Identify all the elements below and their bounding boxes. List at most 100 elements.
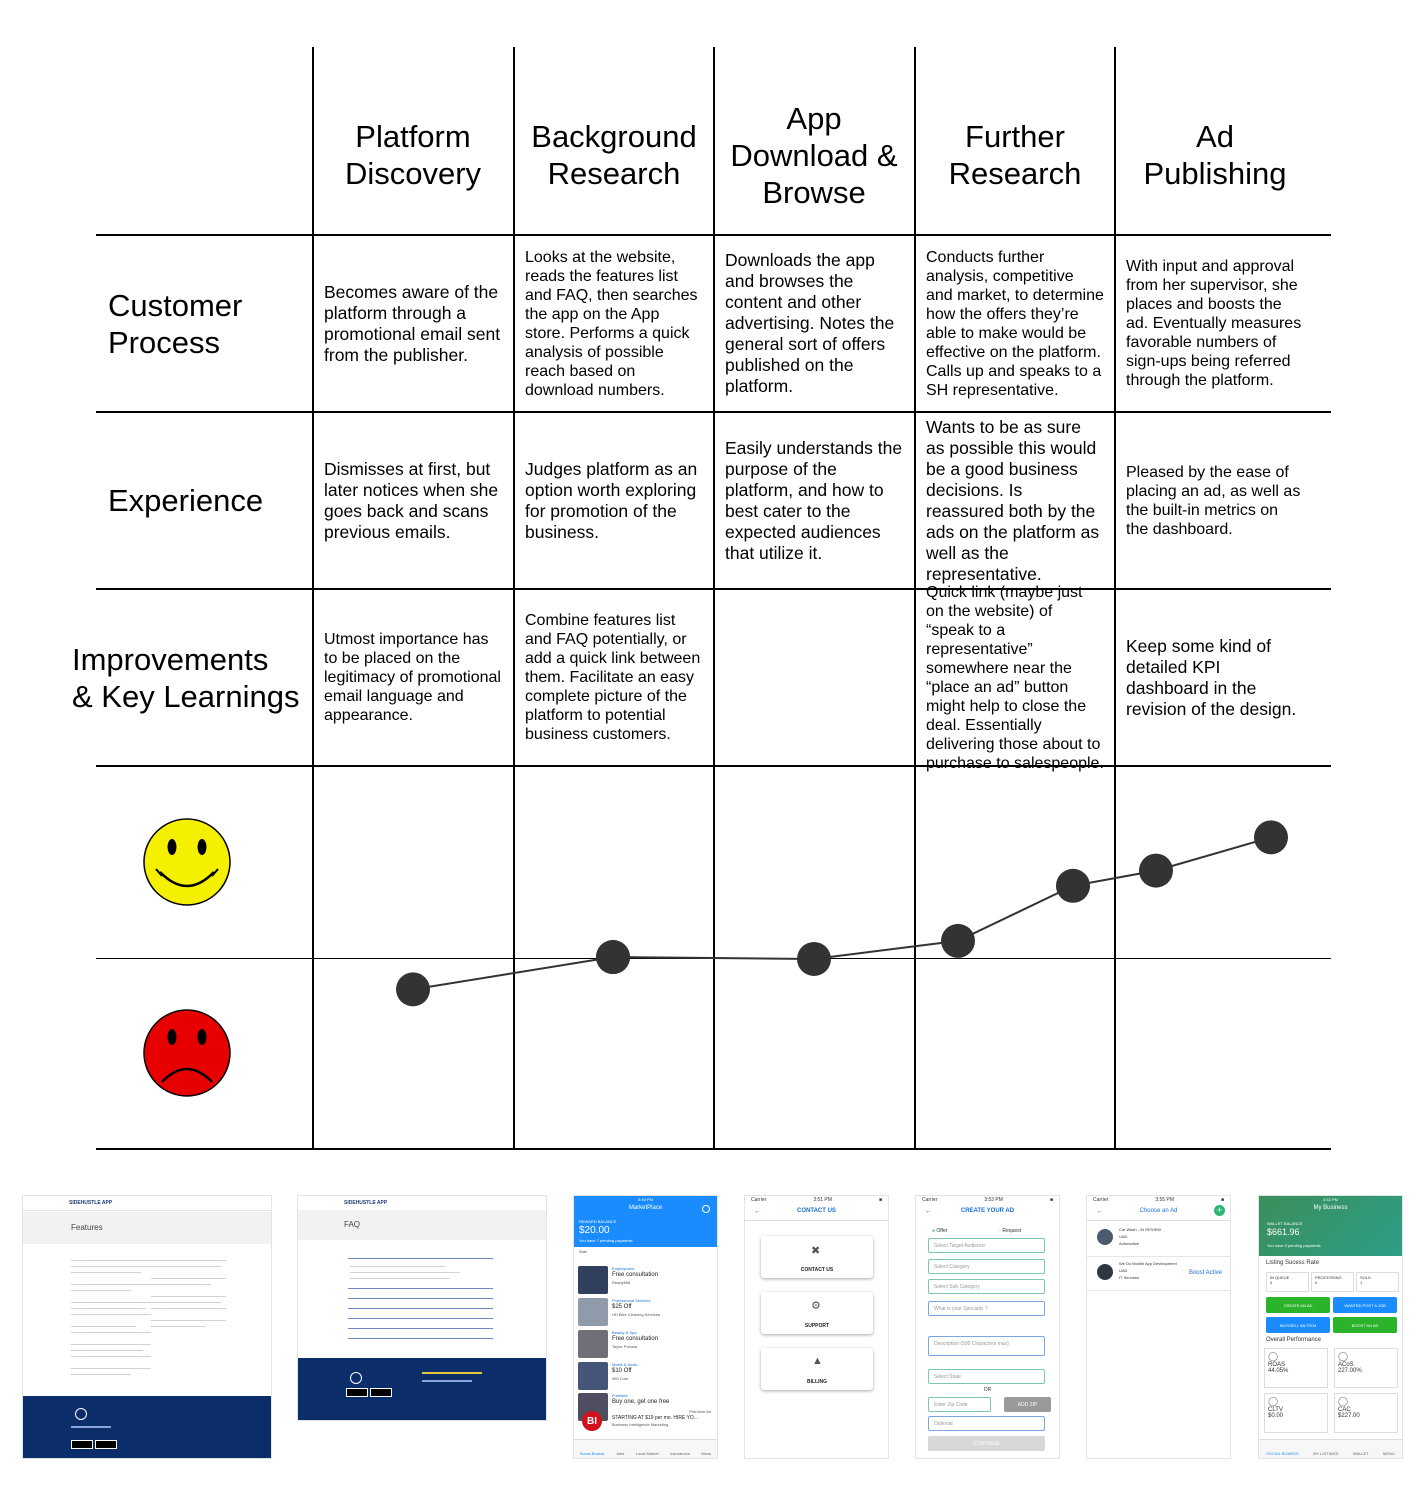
tab-bar: SOCIAL BOARDS MY LISTINGS WALLET MENU (1259, 1439, 1402, 1458)
emotion-point (596, 940, 630, 975)
add-zip-button[interactable]: ADD ZIP (1004, 1397, 1051, 1412)
cell-customer-process: Becomes aware of the platform through a … (324, 281, 501, 365)
features-page-thumbnail: SIDEHUSTLE APP Features (22, 1195, 272, 1459)
request-radio[interactable]: ○ Request (998, 1228, 1022, 1234)
sort-label[interactable]: Sort: (579, 1249, 588, 1254)
emotion-chart (143, 818, 1288, 1097)
emotion-point (1254, 820, 1288, 855)
site-nav: SIDEHUSTLE APP (23, 1196, 271, 1211)
continue-button[interactable]: CONTINUE (928, 1436, 1045, 1451)
list-item[interactable]: We Do Mobile App Development UAD IT Serv… (1087, 1258, 1230, 1291)
add-ad-icon[interactable]: + (1214, 1205, 1225, 1216)
create-ad-button[interactable]: CREATE AN AD (1266, 1297, 1330, 1313)
app-store-badge[interactable] (346, 1388, 368, 1397)
boost-ad-button[interactable]: BOOST AN AD (1333, 1317, 1397, 1333)
cell-experience: Easily understands the purpose of the pl… (725, 437, 903, 563)
billing-card[interactable]: ▲ BILLING (761, 1348, 873, 1390)
screen-title: My Business (1313, 1205, 1348, 1211)
cell-improvements: Utmost importance has to be placed on th… (324, 631, 501, 724)
faq-page-thumbnail: SIDEHUSTLE APP FAQ (297, 1195, 547, 1421)
page-title-band: FAQ (298, 1210, 546, 1240)
sad-face-icon (143, 1009, 231, 1097)
listing-image (578, 1362, 608, 1390)
site-logo: SIDEHUSTLE APP (69, 1200, 113, 1206)
buy-sell-item-button[interactable]: BUY/SELL AN ITEM (1266, 1317, 1330, 1333)
google-play-badge[interactable] (370, 1388, 392, 1397)
back-arrow-icon[interactable]: ← (1096, 1208, 1103, 1215)
row-label-customer-process: Customer Process (108, 287, 243, 360)
category-select[interactable]: Select Category (928, 1259, 1045, 1274)
wanted-post-job-button[interactable]: WANTED POST A JOB (1333, 1297, 1397, 1313)
column-divider (914, 47, 916, 1150)
list-item[interactable]: Beauty & Spa Free consultation Taylor Po… (578, 1330, 713, 1360)
emotion-point (1139, 853, 1173, 888)
page-title: Features (71, 1223, 103, 1232)
specialty-input[interactable]: What is your Specialty ? (928, 1301, 1045, 1316)
tab-menu[interactable]: MENU (1383, 1451, 1395, 1456)
business-header: 3:52 PM My Business WALLET BALANCE $661.… (1259, 1196, 1402, 1256)
my-business-screen-thumbnail: 3:52 PM My Business WALLET BALANCE $661.… (1258, 1195, 1403, 1459)
google-play-badge[interactable] (95, 1440, 117, 1449)
optional-input[interactable]: Optional (928, 1416, 1045, 1431)
cell-experience: Pleased by the ease of placing an ad, as… (1126, 463, 1301, 538)
row-divider (96, 588, 1331, 590)
target-audience-select[interactable]: Select Target Audience (928, 1238, 1045, 1253)
marketplace-header: 9:40 PM MarketPlace REWARD BALANCE $20.0… (574, 1196, 717, 1247)
marketplace-screen-thumbnail: 9:40 PM MarketPlace REWARD BALANCE $20.0… (573, 1195, 718, 1459)
row-divider (96, 1148, 1331, 1150)
zip-code-input[interactable]: Enter Zip Code (928, 1397, 991, 1412)
sub-category-select[interactable]: Select Sub Category (928, 1279, 1045, 1294)
emotion-point (1056, 868, 1090, 903)
coins-icon: ◯ (1338, 1396, 1349, 1406)
cac-stat: ◯CAC$227.00 (1334, 1393, 1398, 1433)
reward-balance: $20.00 (579, 1225, 610, 1236)
list-item[interactable]: Car Wash - IN REVIEW UAD Automotive (1087, 1224, 1230, 1257)
back-arrow-icon[interactable]: ← (754, 1208, 761, 1215)
state-select[interactable]: Select State (928, 1369, 1045, 1384)
footer-logo-icon (75, 1408, 87, 1420)
list-item[interactable]: Employment Free consultation ReadyMM (578, 1266, 713, 1296)
support-card[interactable]: ⚙ SUPPORT (761, 1292, 873, 1334)
screen-title: MarketPlace (628, 1205, 663, 1211)
list-item[interactable]: Professional Services $25 Off HH Bike Cl… (578, 1298, 713, 1328)
tab-insurances[interactable]: Insurances (670, 1451, 690, 1456)
emotion-point (941, 923, 975, 958)
tab-local-market[interactable]: Local Market (635, 1451, 659, 1456)
cell-customer-process: Downloads the app and browses the conten… (725, 250, 895, 396)
tab-menu[interactable]: Menu (701, 1451, 712, 1456)
description-input[interactable]: Description (500 Characters max) (928, 1336, 1045, 1356)
site-footer (23, 1396, 271, 1458)
cell-experience: Dismisses at first, but later notices wh… (324, 458, 499, 542)
column-header: Background Research (531, 119, 697, 191)
back-arrow-icon[interactable]: ← (925, 1208, 932, 1215)
tab-social-boards[interactable]: SOCIAL BOARDS (1266, 1451, 1299, 1456)
boost-active-link[interactable]: Boost Active (1188, 1270, 1222, 1276)
tab-social-boards[interactable]: Social Boards (579, 1451, 605, 1456)
row-label-experience: Experience (108, 483, 264, 518)
tab-wallet[interactable]: WALLET (1352, 1451, 1369, 1456)
premium-ad[interactable]: BI Premium Ad STARTING AT $19 per mo. HI… (578, 1409, 713, 1437)
cell-customer-process: Looks at the website, reads the features… (525, 248, 698, 399)
tab-my-listings[interactable]: MY LISTINGS (1313, 1451, 1339, 1456)
screen-title: Choose an Ad (1139, 1208, 1178, 1214)
column-divider (713, 47, 715, 1150)
premium-ad-badge: BI (582, 1411, 602, 1431)
offer-radio[interactable]: ● Offer (932, 1228, 948, 1234)
contact-us-card[interactable]: ✖ CONTACT US (761, 1236, 873, 1278)
gear-icon: ⚙ (811, 1300, 821, 1312)
app-store-badge[interactable] (71, 1440, 93, 1449)
tab-jobs[interactable]: Jobs (615, 1451, 625, 1456)
list-item[interactable]: Meals & Audio $10 Off 360 Cuts (578, 1362, 713, 1392)
tools-icon: ✖ (811, 1245, 821, 1257)
search-icon[interactable] (702, 1205, 710, 1213)
row-divider (96, 411, 1331, 413)
site-nav: SIDEHUSTLE APP (298, 1196, 546, 1211)
cell-experience: Judges platform as an option worth explo… (525, 458, 698, 542)
column-header: App Download & Browse (730, 100, 898, 210)
ad-thumbnail (1097, 1264, 1113, 1280)
cell-experience: Wants to be as sure as possible this wou… (926, 416, 1100, 584)
